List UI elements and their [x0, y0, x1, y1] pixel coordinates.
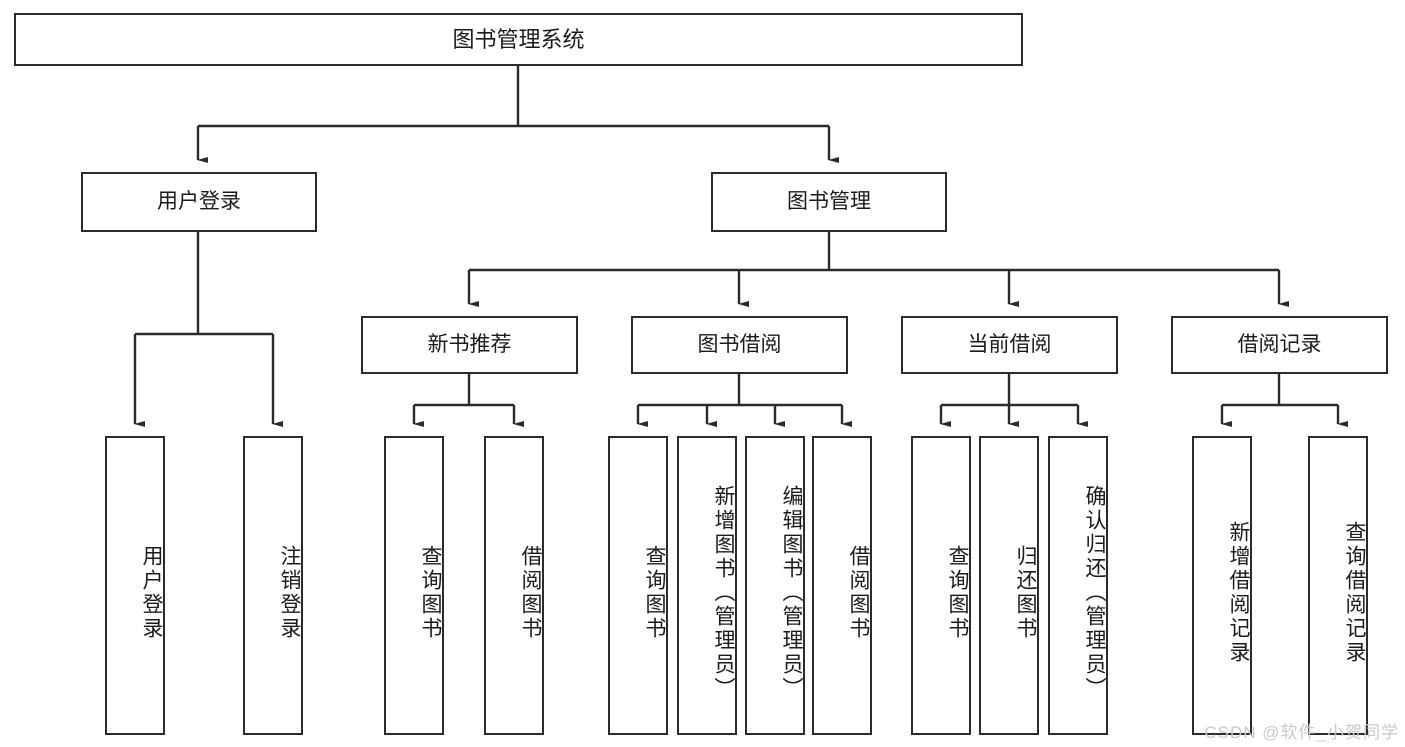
node-new-book-recommend[interactable]: 新书推荐	[361, 316, 578, 374]
node-root-book-management-system[interactable]: 图书管理系统	[14, 13, 1023, 66]
leaf-user-login-login[interactable]: 用户登录	[105, 436, 165, 735]
node-label: 当前借阅	[967, 332, 1052, 356]
leaf-book-borrow-add-book-admin[interactable]: 新增图书（管理员）	[677, 436, 737, 735]
node-label: 查询借阅记录	[1343, 520, 1366, 665]
leaf-book-borrow-query-book[interactable]: 查询图书	[608, 436, 668, 735]
leaf-new-book-query-book[interactable]: 查询图书	[384, 436, 444, 735]
node-label: 用户登录	[157, 189, 241, 213]
node-label: 图书管理系统	[452, 26, 585, 52]
node-label: 查询图书	[419, 544, 442, 641]
node-label: 借阅记录	[1237, 332, 1322, 356]
node-book-management[interactable]: 图书管理	[711, 172, 947, 232]
leaf-borrow-record-add-record[interactable]: 新增借阅记录	[1192, 436, 1252, 735]
node-label: 借阅图书	[519, 544, 542, 641]
node-label: 归还图书	[1014, 544, 1037, 641]
node-label: 编辑图书（管理员）	[780, 484, 803, 701]
node-current-borrow[interactable]: 当前借阅	[901, 316, 1118, 374]
watermark: CSDN @软件_小贺同学	[1204, 723, 1399, 742]
node-label: 新增借阅记录	[1227, 520, 1250, 665]
node-label: 用户登录	[140, 544, 163, 641]
node-borrow-record[interactable]: 借阅记录	[1171, 316, 1388, 374]
leaf-user-login-logout[interactable]: 注销登录	[243, 436, 303, 735]
node-label: 借阅图书	[847, 544, 870, 641]
leaf-new-book-borrow-book[interactable]: 借阅图书	[484, 436, 544, 735]
leaf-borrow-record-query-record[interactable]: 查询借阅记录	[1308, 436, 1368, 735]
leaf-current-borrow-query-book[interactable]: 查询图书	[911, 436, 971, 735]
leaf-current-borrow-confirm-return-admin[interactable]: 确认归还（管理员）	[1048, 436, 1108, 735]
node-label: 新增图书（管理员）	[712, 484, 735, 701]
node-user-login[interactable]: 用户登录	[81, 172, 317, 232]
node-label: 新书推荐	[427, 332, 512, 356]
node-label: 确认归还（管理员）	[1083, 484, 1106, 701]
leaf-book-borrow-borrow-book[interactable]: 借阅图书	[812, 436, 872, 735]
node-book-borrow[interactable]: 图书借阅	[631, 316, 848, 374]
leaf-book-borrow-edit-book-admin[interactable]: 编辑图书（管理员）	[745, 436, 805, 735]
node-label: 图书管理	[787, 189, 871, 213]
node-label: 查询图书	[946, 544, 969, 641]
node-label: 注销登录	[278, 544, 301, 641]
node-label: 图书借阅	[697, 332, 782, 356]
node-label: 查询图书	[643, 544, 666, 641]
leaf-current-borrow-return-book[interactable]: 归还图书	[979, 436, 1039, 735]
